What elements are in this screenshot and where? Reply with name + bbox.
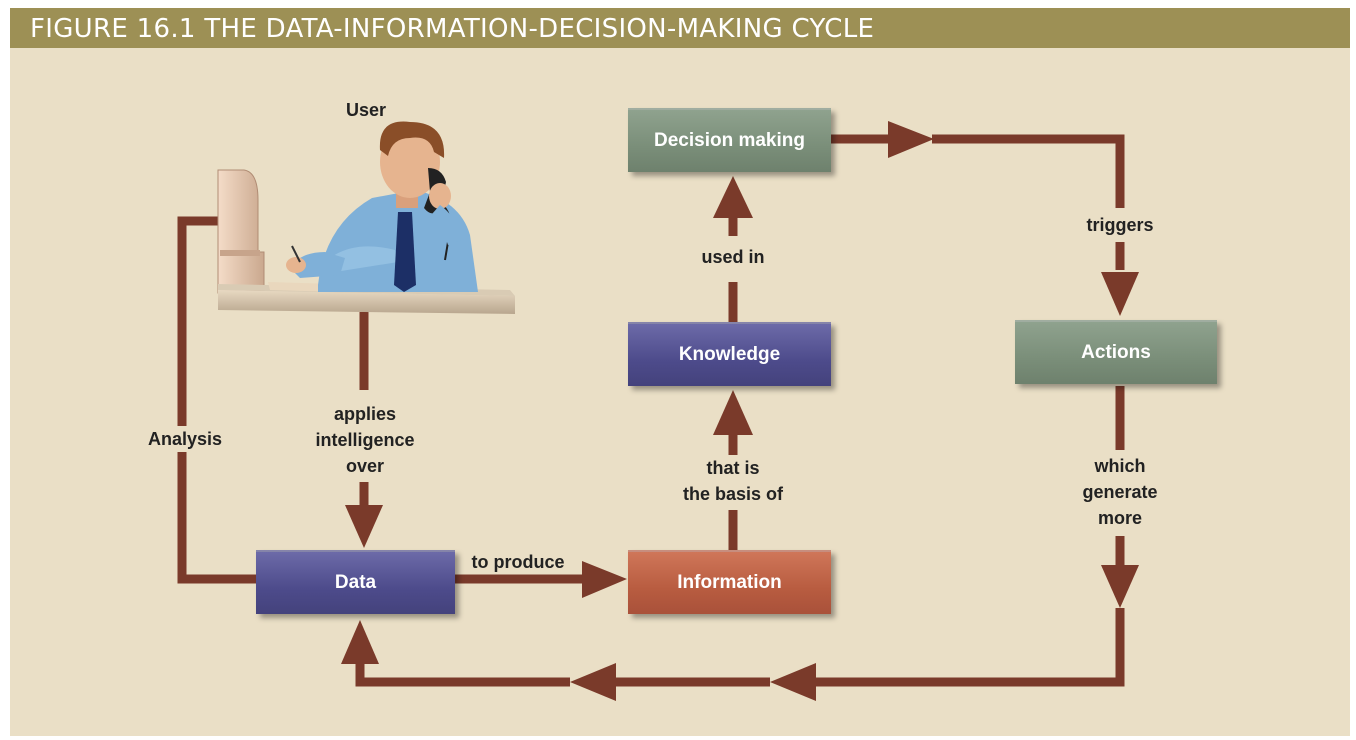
return-line <box>812 608 1125 687</box>
connector-lines <box>177 134 1125 687</box>
arrow-left-1 <box>770 663 816 701</box>
decision-making-node: Decision making <box>628 108 831 172</box>
actions-node: Actions <box>1015 320 1217 384</box>
person-hair <box>379 121 445 158</box>
analysis-label: Analysis <box>135 426 235 452</box>
applies-line-2: intelligence <box>315 430 415 450</box>
analysis-line <box>177 216 256 584</box>
used-in-label: used in <box>701 247 765 267</box>
information-label: Information <box>677 572 782 593</box>
data-node: Data <box>256 550 455 614</box>
arrow-left-2 <box>570 663 616 701</box>
generate-label: which generate more <box>1070 453 1170 531</box>
applies-line-1: applies <box>333 404 397 424</box>
person-tie <box>394 212 416 292</box>
figure-title: FIGURE 16.1 THE DATA-INFORMATION-DECISIO… <box>30 14 875 44</box>
arrow-decision-right <box>888 121 934 158</box>
arrowheads <box>341 121 1139 701</box>
decision-making-label: Decision making <box>654 130 805 151</box>
information-node: Information <box>628 550 831 614</box>
basis-line-1: that is <box>706 458 760 478</box>
arrow-to-actions <box>1101 272 1139 316</box>
data-label: Data <box>334 572 377 593</box>
user-label: User <box>345 100 387 120</box>
applies-label: applies intelligence over <box>300 401 430 479</box>
desk-icon <box>218 290 515 314</box>
generate-line-2: generate <box>1082 482 1158 502</box>
monitor-icon <box>217 169 265 294</box>
arrow-to-knowledge <box>713 390 753 435</box>
return-line-3 <box>355 660 570 687</box>
arrow-to-data-up <box>341 620 379 664</box>
knowledge-node: Knowledge <box>628 322 831 386</box>
basis-line-2: the basis of <box>682 484 784 504</box>
figure-header: FIGURE 16.1 THE DATA-INFORMATION-DECISIO… <box>10 8 1350 48</box>
arrow-to-decision <box>713 176 753 218</box>
user-illustration <box>217 121 515 314</box>
generate-line-1: which <box>1094 456 1146 476</box>
applies-line-3: over <box>345 456 385 476</box>
basis-label: that is the basis of <box>668 455 798 507</box>
person-head <box>380 126 440 198</box>
arrow-down-return <box>1101 565 1139 608</box>
arrow-to-data-down <box>345 505 383 548</box>
knowledge-label: Knowledge <box>678 344 781 365</box>
triggers-label: triggers <box>1086 215 1154 235</box>
actions-label: Actions <box>1081 342 1151 363</box>
to-produce-label: to produce <box>471 552 565 572</box>
decision-actions-line <box>932 134 1125 208</box>
arrow-to-information <box>582 561 627 598</box>
generate-line-3: more <box>1097 508 1142 528</box>
